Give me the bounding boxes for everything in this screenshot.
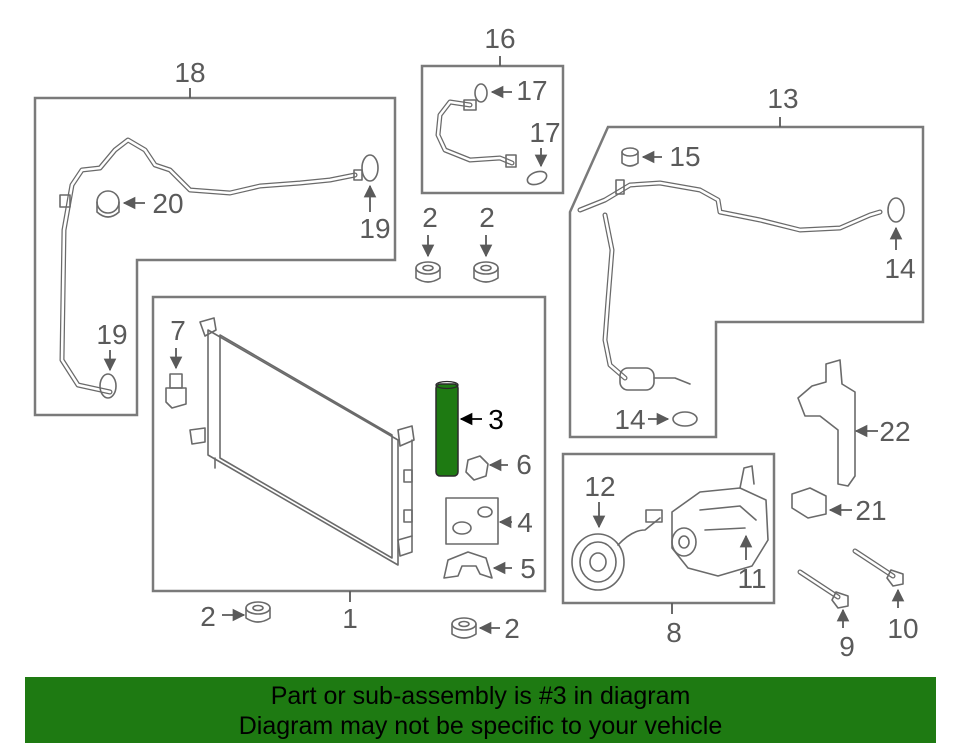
callout-15: 15 <box>669 141 700 172</box>
callout-19-upper: 19 <box>359 213 390 244</box>
box-16-outline <box>420 64 565 195</box>
callout-5: 5 <box>520 553 536 584</box>
callout-13: 13 <box>767 83 798 114</box>
callout-17-lower: 17 <box>529 117 560 148</box>
connector-21 <box>791 487 852 519</box>
seal-2-top-right <box>473 235 499 283</box>
callout-17-upper: 17 <box>516 75 547 106</box>
plug-6 <box>465 455 508 481</box>
callout-21: 21 <box>855 495 886 526</box>
box-8-outline <box>561 452 776 605</box>
callout-2-bottom-left: 2 <box>200 601 216 632</box>
high-pressure-pipe <box>59 137 363 395</box>
banner-line-2: Diagram may not be specific to your vehi… <box>238 712 723 740</box>
callout-4: 4 <box>517 507 533 538</box>
o-ring-14-lower <box>648 411 698 427</box>
bracket-5 <box>443 551 512 579</box>
callout-14-upper: 14 <box>884 253 915 284</box>
callout-8: 8 <box>666 617 682 648</box>
callout-18: 18 <box>174 57 205 88</box>
o-ring-17-upper <box>474 83 512 103</box>
box-13-outline <box>568 125 925 439</box>
banner-line-1: Part or sub-assembly is #3 in diagram <box>270 682 691 710</box>
callout-1: 1 <box>342 603 358 634</box>
seal-2-bottom-right <box>451 617 500 639</box>
callout-7: 7 <box>170 315 186 346</box>
condenser <box>189 317 415 566</box>
info-banner: Part or sub-assembly is #3 in diagram Di… <box>25 677 936 743</box>
o-ring-14-upper <box>887 197 905 250</box>
callout-2-top-left: 2 <box>422 202 438 233</box>
cap-20 <box>96 190 145 218</box>
seal-2-bottom-left <box>222 601 271 623</box>
callout-6: 6 <box>516 449 532 480</box>
cap-15 <box>621 147 662 167</box>
receiver-drier-3 <box>435 380 482 477</box>
callout-2-top-right: 2 <box>479 202 495 233</box>
callout-10: 10 <box>887 613 918 644</box>
callout-2-bottom-right: 2 <box>504 613 520 644</box>
callout-22: 22 <box>879 416 910 447</box>
bracket-22 <box>797 359 878 487</box>
compressor-11 <box>671 465 769 577</box>
seal-2-top-left <box>415 235 441 283</box>
seal-kit-4 <box>445 497 512 545</box>
callout-14-lower: 14 <box>614 404 645 435</box>
box-1-outline <box>151 295 547 593</box>
box-18-outline <box>33 96 397 417</box>
low-pressure-pipe <box>577 179 883 391</box>
o-ring-19-lower <box>99 350 117 399</box>
callout-20: 20 <box>152 188 183 219</box>
bolt-9 <box>797 569 850 628</box>
callout-16: 16 <box>484 23 515 54</box>
callout-12: 12 <box>584 471 615 502</box>
callout-19-lower: 19 <box>96 319 127 350</box>
parts-diagram: 18 19 19 20 16 17 17 13 <box>33 23 925 662</box>
flexible-hose <box>435 99 517 168</box>
callout-3: 3 <box>488 404 504 435</box>
bolt-10 <box>852 548 905 608</box>
callout-9: 9 <box>839 631 855 662</box>
o-ring-19-upper <box>361 154 379 212</box>
clutch-pulley-12 <box>571 502 663 591</box>
o-ring-17-lower <box>526 148 548 186</box>
pressure-sensor-7 <box>165 348 187 409</box>
callout-11: 11 <box>737 563 766 594</box>
